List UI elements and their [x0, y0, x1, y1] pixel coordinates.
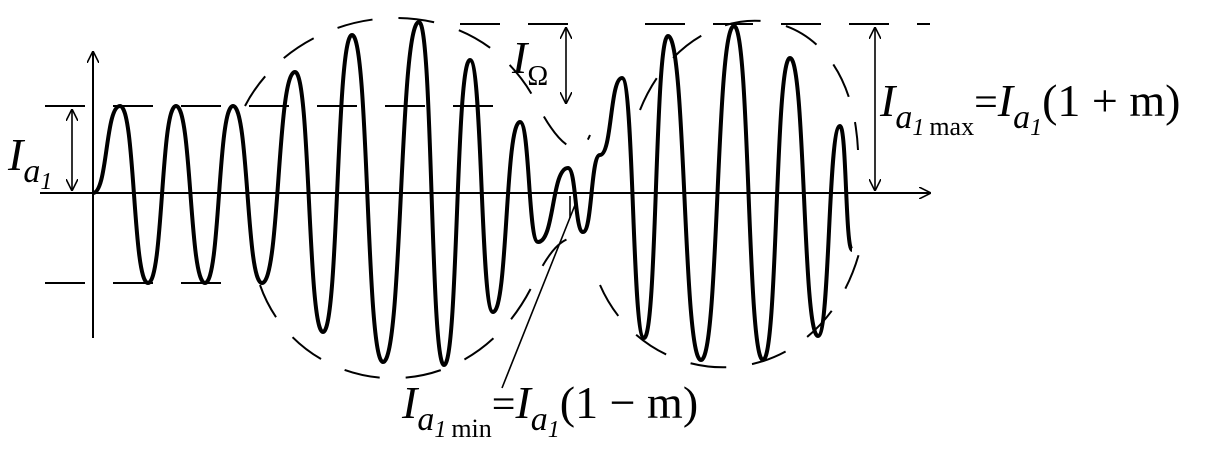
min-leader-line: [501, 204, 576, 389]
envelope-lower: [259, 234, 579, 380]
reference-levels: [45, 23, 930, 284]
modulation-envelope: [244, 16, 861, 380]
envelope-upper-right: [639, 19, 859, 151]
carrier-amplitude-label: Ia1: [7, 129, 52, 195]
modulated-carrier-wave: [92, 20, 854, 367]
modulation-amplitude-label: IΩ: [511, 32, 548, 92]
envelope-upper: [244, 16, 591, 150]
